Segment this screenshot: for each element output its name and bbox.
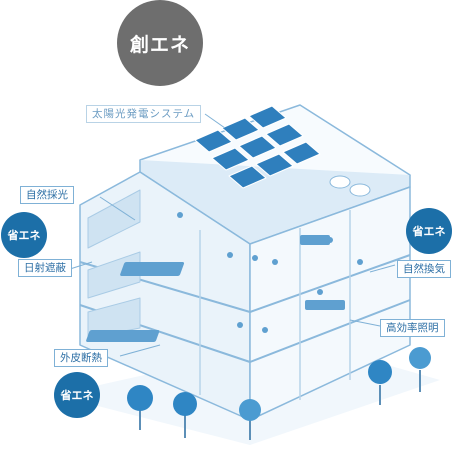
exterior-insulation-label: 外皮断熱 — [54, 349, 108, 367]
natural-light-label: 自然採光 — [20, 186, 74, 204]
window-band-3 — [87, 297, 141, 339]
window-band-1 — [87, 189, 141, 249]
save-energy-badge-right-top: 省エネ — [406, 208, 452, 254]
trees — [127, 347, 431, 440]
pv-system-label: 太陽光発電システム — [86, 105, 202, 123]
create-energy-badge: 創エネ — [117, 0, 203, 86]
solar-panels — [194, 105, 321, 189]
save-energy-badge-left-bottom: 省エネ — [54, 372, 100, 418]
high-efficiency-lighting-label: 高効率照明 — [380, 319, 445, 337]
rooftop-equipment — [329, 175, 371, 197]
leader-lines — [69, 113, 396, 357]
save-energy-badge-left-top: 省エネ — [1, 212, 47, 258]
interior-columns — [199, 210, 351, 400]
natural-ventilation-label: 自然換気 — [397, 260, 451, 278]
sun-shading-label: 日射遮蔽 — [18, 259, 72, 277]
interior-furniture — [86, 212, 363, 342]
